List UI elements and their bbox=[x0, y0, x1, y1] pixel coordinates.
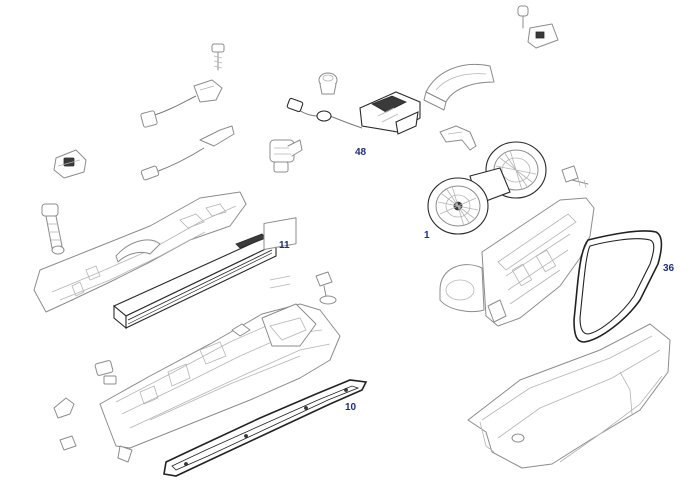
callout-part-10[interactable]: 10 bbox=[345, 402, 357, 413]
clip-bracket bbox=[439, 125, 477, 151]
plenum-cover-housing bbox=[33, 191, 247, 313]
bolt-with-washer bbox=[315, 271, 337, 305]
connector-plug bbox=[53, 149, 87, 179]
callout-part-48[interactable]: 48 bbox=[355, 147, 367, 158]
gasket-part-10 bbox=[163, 379, 368, 477]
switch-connector bbox=[517, 5, 559, 49]
callout-part-1[interactable]: 1 bbox=[424, 230, 430, 241]
lower-heater-housing bbox=[99, 303, 341, 463]
temperature-sensor-cable bbox=[140, 79, 223, 128]
blower-resistor-part-48 bbox=[286, 91, 421, 135]
callout-part-36[interactable]: 36 bbox=[663, 263, 675, 274]
housing-seal-part-36 bbox=[573, 230, 663, 343]
blower-motor-part-1 bbox=[427, 141, 547, 235]
small-clips-left bbox=[53, 360, 117, 451]
long-bolt-left bbox=[41, 203, 65, 255]
duct-elbow bbox=[423, 64, 495, 111]
grommet bbox=[318, 72, 338, 95]
callout-part-11[interactable]: 11 bbox=[279, 240, 290, 251]
screw-top-left bbox=[211, 43, 225, 71]
pressure-sensor-cable bbox=[140, 125, 235, 181]
blower-housing bbox=[439, 197, 595, 327]
heater-case-lower-right bbox=[467, 323, 671, 469]
threaded-sensor bbox=[269, 139, 303, 173]
small-bolt-right bbox=[561, 165, 589, 189]
rubber-cap bbox=[263, 217, 297, 289]
